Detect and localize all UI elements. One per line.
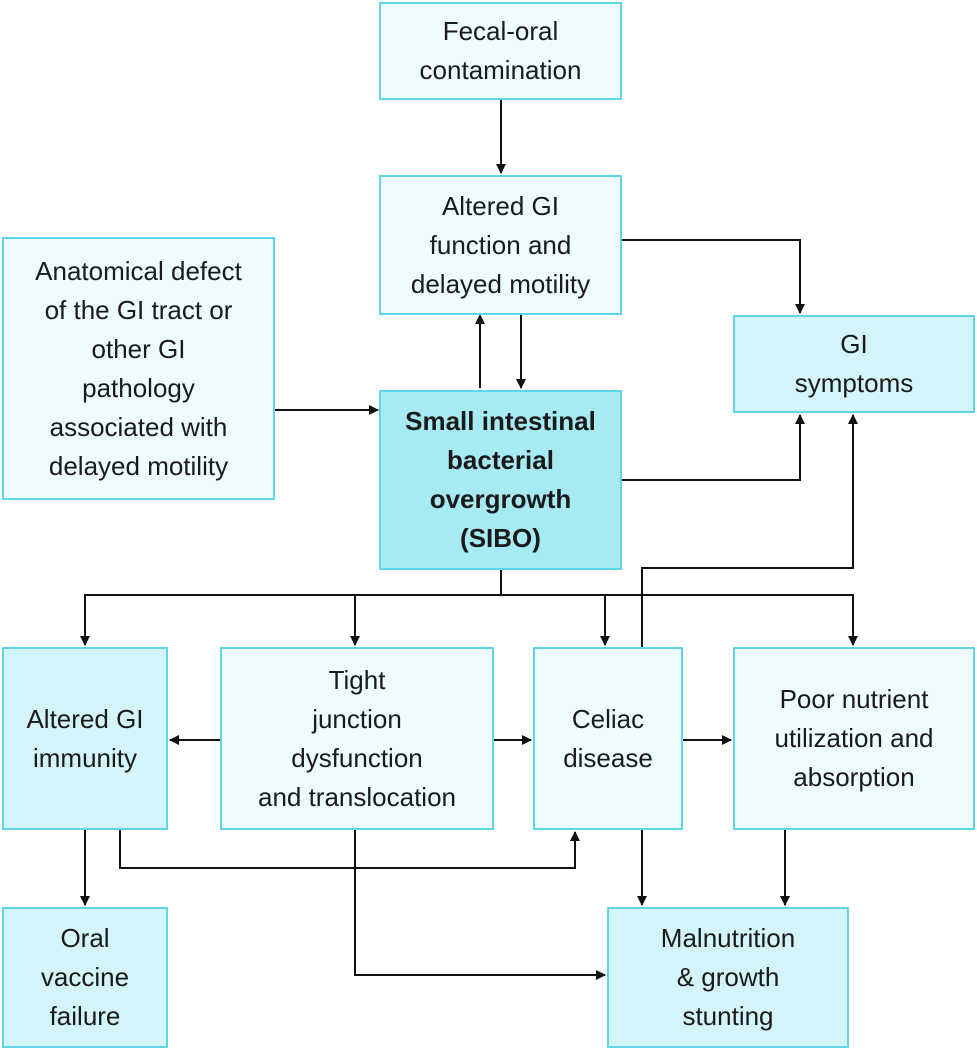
arrow-altered-immunity-to-celiac <box>119 830 580 869</box>
altered-gi-function-label: Altered GI function and delayed motility <box>410 190 591 299</box>
oral-vaccine-failure-label: Oral vaccine failure <box>40 923 130 1031</box>
arrow-sibo-to-poor-nutrient <box>605 594 858 646</box>
anatomical-defect-label: Anatomical defect of the GI tract or oth… <box>35 255 242 481</box>
poor-nutrient-label: Poor nutrient utilization and absorption <box>774 684 934 792</box>
fecal-oral-box: Fecal-oral contamination <box>379 2 622 100</box>
malnutrition-label: Malnutrition & growth stunting <box>660 923 796 1031</box>
anatomical-defect-box: Anatomical defect of the GI tract or oth… <box>2 237 275 500</box>
malnutrition-box: Malnutrition & growth stunting <box>607 907 849 1048</box>
oral-vaccine-failure-box: Oral vaccine failure <box>2 907 168 1048</box>
arrow-tight-junction-to-malnutrition <box>354 830 606 980</box>
arrow-sibo-to-gi-symptoms <box>622 414 805 481</box>
arrow-sibo-to-altered-immunity <box>80 570 502 646</box>
altered-gi-function-box: Altered GI function and delayed motility <box>379 175 622 315</box>
arrow-celiac-to-gi-symptoms <box>641 414 858 647</box>
poor-nutrient-box: Poor nutrient utilization and absorption <box>733 647 975 830</box>
tight-junction-box: Tight junction dysfunction and transloca… <box>220 647 494 830</box>
gi-symptoms-label: GI symptoms <box>794 329 914 398</box>
tight-junction-label: Tight junction dysfunction and transloca… <box>257 664 457 812</box>
fecal-oral-label: Fecal-oral contamination <box>419 16 582 85</box>
arrow-altered-function-to-gi-symptoms <box>622 239 805 314</box>
altered-gi-immunity-box: Altered GI immunity <box>2 647 168 830</box>
sibo-label: Small intestinal bacterial overgrowth (S… <box>405 406 596 553</box>
sibo-box: Small intestinal bacterial overgrowth (S… <box>379 390 622 570</box>
celiac-disease-box: Celiac disease <box>533 647 683 830</box>
arrow-sibo-to-celiac <box>501 594 610 646</box>
gi-symptoms-box: GI symptoms <box>733 315 975 413</box>
celiac-disease-label: Celiac disease <box>563 703 653 773</box>
altered-gi-immunity-label: Altered GI immunity <box>26 703 144 773</box>
